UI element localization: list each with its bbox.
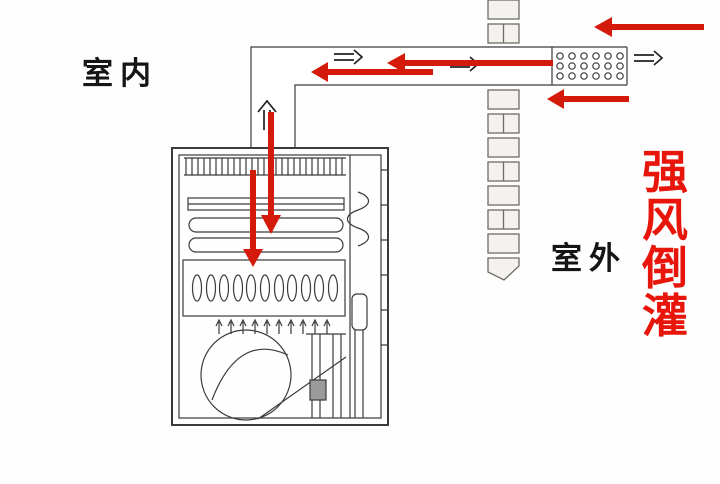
red-arrow-below-pipe: [547, 89, 629, 109]
burner-assembly: [182, 259, 346, 317]
heater-outer-case: [171, 147, 389, 426]
wall-bottom-taper: [487, 257, 520, 281]
exhaust-arrow-right-1: [334, 49, 364, 65]
case-edge-ticks: [381, 169, 388, 346]
water-heater-drawing: [171, 147, 389, 426]
warning-char-1: 强: [642, 147, 688, 198]
heater-inner-case: [178, 154, 382, 419]
red-arrow-in-pipe-short: [311, 62, 433, 82]
capillary-coil: [346, 191, 370, 247]
red-arrow-top-outside: [594, 17, 704, 37]
heat-fin-strip: [184, 157, 346, 176]
brick-wall: [487, 0, 520, 281]
wind-backflow-arrows: [243, 17, 704, 267]
gas-water-pipes: [306, 333, 346, 418]
warning-char-4: 灌: [642, 291, 688, 342]
warning-char-3: 倒: [642, 243, 688, 294]
exhaust-arrow-right-3: [634, 50, 664, 66]
red-arrow-down-into-heater-1: [261, 112, 281, 234]
red-arrow-in-pipe-long: [387, 53, 553, 73]
red-arrow-down-into-heater-2: [243, 170, 263, 267]
side-component: [351, 293, 368, 418]
outdoor-label: 室外: [551, 241, 627, 276]
warning-char-2: 风: [642, 195, 688, 246]
gas-valve: [309, 379, 327, 401]
fan: [200, 329, 347, 421]
warning-text: 强 风 倒 灌: [642, 150, 688, 340]
vent-cap: [556, 52, 624, 80]
heat-exchanger: [187, 197, 345, 253]
indoor-label: 室内: [82, 56, 158, 91]
